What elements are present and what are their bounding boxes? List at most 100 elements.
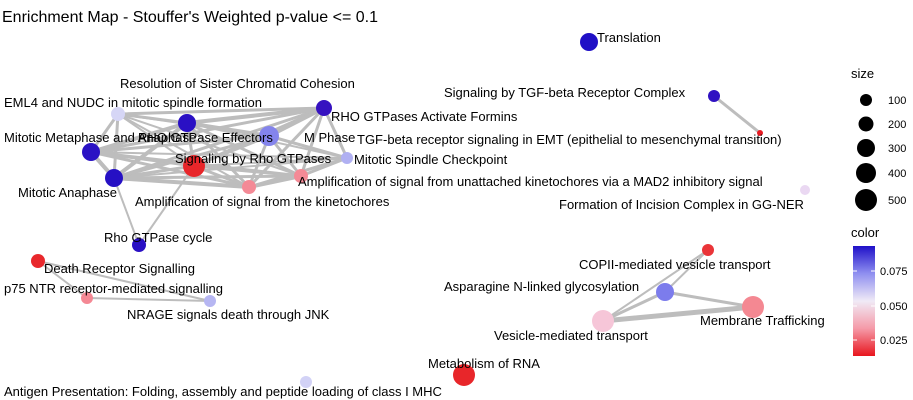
size-legend-label: 400	[888, 168, 906, 180]
edge	[112, 174, 303, 180]
edge	[247, 106, 326, 189]
node-label: TGF-beta receptor signaling in EMT (epit…	[357, 132, 782, 147]
node-resolution[interactable]	[111, 107, 125, 121]
node-incision[interactable]	[800, 185, 810, 195]
edge	[193, 157, 348, 167]
node-asparagine[interactable]	[656, 283, 674, 301]
edge	[664, 249, 709, 293]
edge	[112, 112, 120, 180]
edge	[112, 121, 189, 180]
edge	[299, 156, 349, 178]
edge	[185, 121, 303, 178]
edge	[663, 290, 755, 309]
node-label: Rho GTPase cycle	[104, 230, 212, 245]
edge	[37, 260, 88, 299]
edge	[116, 106, 326, 116]
edge	[322, 106, 349, 160]
colorbar	[853, 246, 875, 356]
node-vesicle[interactable]	[592, 310, 614, 332]
edge	[117, 113, 195, 167]
edge	[713, 94, 761, 135]
edge	[600, 304, 756, 324]
edge	[89, 134, 271, 154]
node-label: Resolution of Sister Chromatid Cohesion	[120, 76, 355, 91]
node-sig-rho[interactable]	[183, 155, 205, 177]
size-legend-key	[860, 94, 872, 106]
node-metab-rna[interactable]	[453, 364, 475, 386]
size-legend-key	[858, 116, 874, 132]
edge	[602, 249, 709, 322]
node-death[interactable]	[31, 254, 45, 268]
edge-group-death-receptor	[37, 260, 211, 302]
edge-group-vesicle	[600, 249, 756, 324]
color-legend: color 0.075 0.050 0.025	[851, 225, 908, 356]
node-copii[interactable]	[702, 244, 714, 256]
node-mitotic-meta[interactable]	[82, 143, 100, 161]
node-label: COPII-mediated vesicle transport	[579, 257, 771, 272]
size-legend-label: 500	[888, 195, 906, 207]
node-rho-formins[interactable]	[316, 100, 332, 116]
node-label: M Phase	[304, 130, 355, 145]
node-label: Signaling by Rho GTPases	[175, 151, 332, 166]
size-legend-title: size	[851, 66, 874, 81]
node-label: Amplification of signal from the kinetoc…	[135, 194, 390, 209]
node-p75[interactable]	[81, 292, 93, 304]
size-legend-label: 200	[888, 119, 906, 131]
edge	[299, 106, 326, 178]
node-translation[interactable]	[580, 33, 598, 51]
node-mitotic-ana[interactable]	[105, 169, 123, 187]
node-antigen[interactable]	[300, 376, 312, 388]
size-legend-label: 100	[888, 95, 906, 107]
edge	[138, 165, 195, 246]
node-rho-effectors[interactable]	[178, 114, 196, 132]
node-label: Membrane Trafficking	[700, 313, 825, 328]
edge	[112, 106, 326, 180]
node-label: Mitotic Anaphase	[18, 185, 117, 200]
node-label: RHO GTPase Effectors	[138, 130, 273, 145]
edge-group-mitotic	[89, 106, 349, 246]
colorbar-tick-label: 0.050	[880, 301, 908, 313]
size-legend-key	[856, 163, 876, 183]
edge	[267, 134, 349, 160]
edge	[113, 177, 140, 246]
node-label: NRAGE signals death through JNK	[127, 307, 330, 322]
node-label: Signaling by TGF-beta Receptor Complex	[444, 85, 686, 100]
labels-layer: Translation Resolution of Sister Chromat…	[4, 30, 825, 399]
node-label: Vesicle-mediated transport	[494, 328, 648, 343]
node-tgf-complex[interactable]	[708, 90, 720, 102]
node-label: EML4 and NUDC in mitotic spindle formati…	[4, 95, 262, 110]
node-amp-mad2[interactable]	[294, 169, 308, 183]
node-label: Mitotic Metaphase and Anaphase	[4, 130, 196, 145]
color-legend-title: color	[851, 225, 880, 240]
node-tgf-emt[interactable]	[757, 130, 763, 136]
node-label: Asparagine N-linked glycosylation	[444, 279, 639, 294]
edge	[117, 113, 250, 188]
edge	[37, 260, 211, 302]
size-legend-key	[855, 189, 877, 211]
nodes-layer	[31, 33, 810, 388]
edge	[89, 106, 326, 154]
node-membrane[interactable]	[742, 296, 764, 318]
node-label: Death Receptor Signalling	[44, 261, 195, 276]
node-label: Amplification of signal from unattached …	[298, 174, 763, 189]
node-rho-cycle[interactable]	[132, 238, 146, 252]
size-legend-key	[857, 139, 875, 157]
node-label: Metabolism of RNA	[428, 356, 540, 371]
edge	[601, 290, 667, 323]
edge	[89, 121, 189, 154]
colorbar-tick-label: 0.025	[880, 335, 908, 347]
edge	[86, 297, 211, 302]
edge	[192, 164, 303, 178]
edges-layer	[37, 94, 761, 324]
node-nrage[interactable]	[204, 295, 216, 307]
node-label: Mitotic Spindle Checkpoint	[354, 152, 508, 167]
node-spindle-cp[interactable]	[341, 152, 353, 164]
node-label: RHO GTPases Activate Formins	[331, 109, 518, 124]
colorbar-tick-label: 0.075	[880, 266, 908, 278]
node-amp-kin[interactable]	[242, 180, 256, 194]
node-label: Translation	[597, 30, 661, 45]
node-m-phase[interactable]	[259, 126, 279, 146]
edge	[267, 106, 326, 138]
edge	[185, 106, 326, 125]
